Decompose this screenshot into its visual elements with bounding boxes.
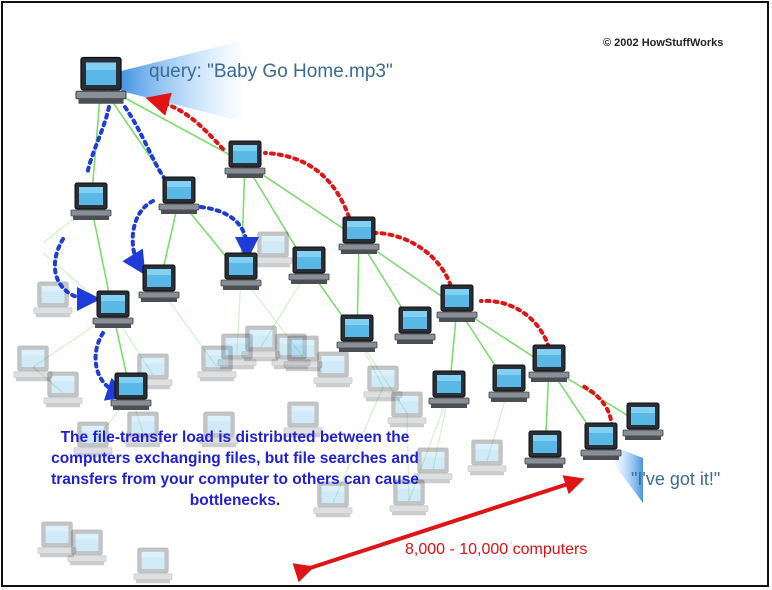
- computer-icon: [73, 421, 113, 458]
- network-size-arrow: [292, 475, 585, 583]
- computer-icon: [75, 56, 127, 104]
- computer-icon: [43, 371, 83, 408]
- query-path: [93, 331, 131, 401]
- search-paths: [52, 92, 614, 437]
- reply-path: [145, 92, 225, 151]
- computer-icon: [92, 290, 134, 328]
- computer-icon: [336, 314, 378, 352]
- computer-icon: [241, 325, 281, 362]
- computer-icon: [33, 281, 73, 318]
- computer-icon: [220, 252, 262, 290]
- computer-icon: [387, 391, 427, 428]
- query-path: [85, 105, 111, 177]
- computer-icon: [70, 182, 112, 220]
- computer-icon: [67, 529, 107, 566]
- computer-icon: [436, 284, 478, 322]
- computer-icon: [133, 547, 173, 584]
- copyright-notice: © 2002 HowStuffWorks: [603, 37, 724, 49]
- query-path: [123, 105, 167, 181]
- computer-icon: [271, 333, 311, 370]
- computer-icon: [253, 231, 293, 268]
- signal-beams: [121, 41, 643, 503]
- query-path: [122, 199, 155, 276]
- computer-icon: [528, 344, 570, 382]
- computer-icon: [394, 306, 436, 344]
- query-label: query: "Baby Go Home.mp3": [149, 61, 393, 82]
- query-beam: [121, 41, 241, 121]
- computer-icon: [138, 264, 180, 302]
- computer-icon: [580, 422, 622, 460]
- computer-icon: [428, 370, 470, 408]
- reply-path: [479, 298, 553, 357]
- computer-icon: [313, 351, 353, 388]
- query-path: [199, 205, 259, 261]
- computer-icon: [283, 401, 323, 438]
- computer-icon: [199, 411, 239, 448]
- network-size-label: 8,000 - 10,000 computers: [405, 541, 588, 558]
- computer-icon: [224, 140, 266, 178]
- computer-icon: [37, 521, 77, 558]
- computer-icon: [524, 430, 566, 468]
- computer-icon: [488, 364, 530, 402]
- faded-connection: [32, 366, 64, 394]
- network-diagram: [13, 41, 664, 584]
- double-arrow: [292, 475, 585, 583]
- computer-icon: [13, 345, 53, 382]
- computer-icon: [288, 246, 330, 284]
- computer-icon: [110, 372, 152, 410]
- computer-icon: [217, 333, 257, 370]
- found-label: "I've got it!": [631, 469, 721, 489]
- computer-icon: [283, 335, 323, 372]
- computer-icon: [123, 411, 163, 448]
- reply-path: [263, 151, 351, 219]
- computer-icon: [338, 216, 380, 254]
- computer-icon: [467, 439, 507, 476]
- caption-text: The file-transfer load is distributed be…: [51, 429, 419, 509]
- reply-path: [367, 230, 455, 295]
- computer-icon: [363, 365, 403, 402]
- connection-line: [244, 162, 360, 240]
- computer-icon: [158, 176, 200, 214]
- computer-icon: [622, 402, 664, 440]
- query-path: [52, 237, 101, 311]
- reply-beam: [613, 447, 643, 503]
- computers: [70, 56, 664, 468]
- computer-icon: [197, 345, 237, 382]
